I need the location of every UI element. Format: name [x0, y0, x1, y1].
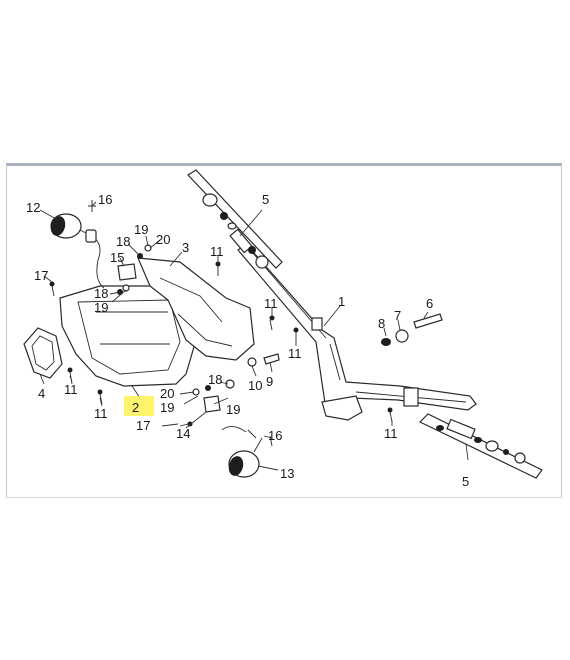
callout-19-low-left: 19 — [160, 400, 174, 415]
turn-signal-13 — [221, 426, 263, 478]
callout-highlight — [124, 396, 154, 416]
callout-8: 8 — [378, 316, 385, 331]
callout-16-low: 16 — [268, 428, 282, 443]
callout-19-mid: 19 — [94, 300, 108, 315]
callout-4: 4 — [38, 386, 45, 401]
callout-18-low: 18 — [208, 372, 222, 387]
rear-cover — [137, 257, 255, 361]
callout-15: 15 — [110, 250, 124, 265]
callout-11-low: 11 — [94, 406, 108, 421]
callout-11-upper: 11 — [210, 244, 224, 259]
callout-13: 13 — [280, 466, 294, 481]
callout-11-mid: 11 — [264, 296, 278, 311]
callout-2: 2 — [132, 400, 139, 415]
callout-17-upper: 17 — [34, 268, 48, 283]
front-cover — [59, 285, 197, 387]
callout-19-upper: 19 — [134, 222, 148, 237]
callout-20-low: 20 — [160, 386, 174, 401]
callout-6: 6 — [426, 296, 433, 311]
callout-1: 1 — [338, 294, 345, 309]
callout-7: 7 — [394, 308, 401, 323]
callout-18-mid: 18 — [94, 286, 108, 301]
grip-assembly-top — [187, 169, 283, 269]
bracket-15 — [117, 263, 137, 281]
callout-12: 12 — [26, 200, 40, 215]
headlight-lens — [23, 327, 63, 379]
callout-11-left: 11 — [64, 382, 78, 397]
callout-9: 9 — [266, 374, 273, 389]
leader-lines — [39, 201, 469, 471]
callout-3: 3 — [182, 240, 189, 255]
hardware — [49, 200, 443, 447]
callout-5-top: 5 — [262, 192, 269, 207]
callout-16-upper: 16 — [98, 192, 112, 207]
grip-assembly-bottom — [418, 413, 543, 479]
callout-5-bottom: 5 — [462, 474, 469, 489]
callout-18-upper: 18 — [116, 234, 130, 249]
callout-11-far-right: 11 — [384, 426, 398, 441]
bracket-14 — [203, 395, 221, 413]
callout-11-right: 11 — [288, 346, 302, 361]
callout-10: 10 — [248, 378, 262, 393]
callout-labels: 12 16 19 18 20 15 3 11 17 18 19 5 1 6 7 … — [26, 192, 469, 489]
handlebar-tube — [237, 243, 477, 421]
callout-17-low: 17 — [136, 418, 150, 433]
callout-19-low-right: 19 — [226, 402, 240, 417]
callout-14: 14 — [176, 426, 190, 441]
callout-20-upper: 20 — [156, 232, 170, 247]
turn-signal-12 — [50, 213, 105, 289]
